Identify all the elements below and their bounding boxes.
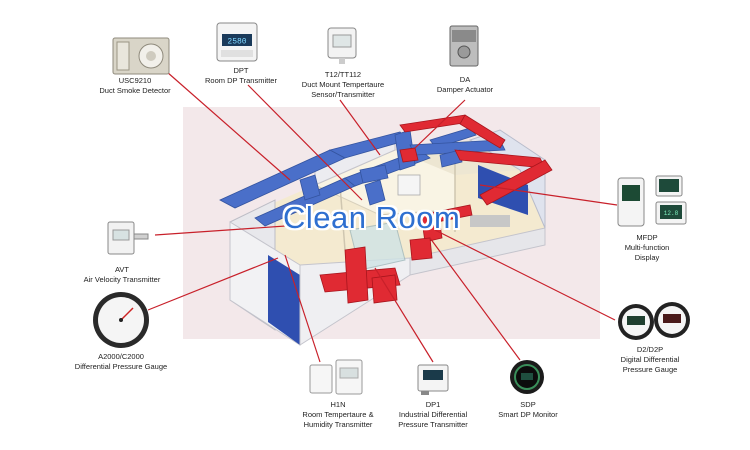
- label-t12: T12/TT112 Duct Mount Tempertaure Sensor/…: [298, 70, 388, 100]
- name-a2000: Differential Pressure Gauge: [74, 362, 168, 371]
- leader-line-mfdp: [479, 184, 618, 206]
- name-avt: Air Velocity Transmitter: [83, 275, 161, 284]
- label-a2000: A2000/C2000 Differential Pressure Gauge: [66, 352, 176, 372]
- svg-text:12.8: 12.8: [664, 210, 679, 217]
- diagram-title: Clean Room: [283, 200, 461, 235]
- name-dp1: Industrial Differential Pressure Transmi…: [398, 410, 468, 429]
- name-h1n: Room Tempertaure & Humidity Transmitter: [302, 410, 374, 429]
- code-sdp: SDP: [520, 400, 536, 409]
- code-avt: AVT: [114, 265, 130, 274]
- leader-line-d2: [434, 229, 616, 321]
- label-h1n: H1N Room Tempertaure & Humidity Transmit…: [288, 400, 388, 430]
- name-d2: Digital Differential Pressure Gauge: [620, 355, 680, 374]
- code-dp1: DP1: [425, 400, 441, 409]
- digital-gauge-icon: [618, 302, 690, 340]
- smart-monitor-icon: [510, 360, 544, 394]
- code-usc9210: USC9210: [118, 76, 152, 85]
- damper-actuator-icon: [449, 25, 479, 67]
- svg-text:2580: 2580: [227, 38, 246, 47]
- code-d2: D2/D2P: [636, 345, 664, 354]
- multifunction-display-icon: 12.8: [617, 175, 687, 227]
- name-usc9210: Duct Smoke Detector: [99, 86, 171, 95]
- leader-line-sdp: [429, 237, 521, 361]
- label-d2: D2/D2P Digital Differential Pressure Gau…: [610, 345, 690, 375]
- name-t12: Duct Mount Tempertaure Sensor/Transmitte…: [301, 80, 385, 99]
- label-avt: AVT Air Velocity Transmitter: [72, 265, 172, 285]
- name-dpt: Room DP Transmitter: [205, 76, 277, 85]
- leader-line-t12: [339, 99, 381, 156]
- code-a2000: A2000/C2000: [98, 352, 144, 361]
- exhaust-duct-network: [319, 114, 553, 304]
- code-dpt: DPT: [233, 66, 249, 75]
- code-h1n: H1N: [330, 400, 346, 409]
- label-dp1: DP1 Industrial Differential Pressure Tra…: [384, 400, 482, 430]
- air-velocity-transmitter-icon: [107, 221, 149, 255]
- leader-line-a2000: [147, 257, 279, 311]
- leader-lines: [147, 71, 618, 363]
- name-mfdp: Multi-function Display: [624, 243, 670, 262]
- name-sdp: Smart DP Monitor: [498, 410, 558, 419]
- code-da: DA: [459, 75, 471, 84]
- leader-line-avt: [154, 224, 301, 236]
- industrial-transmitter-icon: [417, 364, 449, 395]
- label-usc9210: USC9210 Duct Smoke Detector: [92, 76, 178, 96]
- room-humidity-transmitter-icon: [309, 359, 363, 395]
- code-t12: T12/TT112: [324, 70, 362, 79]
- leader-line-dpt: [247, 84, 363, 201]
- pressure-gauge-icon: [93, 292, 149, 348]
- dp-transmitter-icon: 2580: [216, 22, 258, 62]
- label-mfdp: MFDP Multi-function Display: [612, 233, 682, 263]
- code-mfdp: MFDP: [636, 233, 658, 242]
- duct-temp-sensor-icon: [327, 27, 357, 64]
- label-da: DA Damper Actuator: [425, 75, 505, 95]
- name-da: Damper Actuator: [436, 85, 494, 94]
- leader-line-usc9210: [166, 71, 291, 181]
- leader-line-dp1: [374, 267, 434, 363]
- leader-line-h1n: [284, 254, 321, 363]
- label-dpt: DPT Room DP Transmitter: [198, 66, 284, 86]
- smoke-detector-icon: [112, 37, 170, 75]
- label-sdp: SDP Smart DP Monitor: [490, 400, 566, 420]
- leader-line-da: [414, 99, 466, 149]
